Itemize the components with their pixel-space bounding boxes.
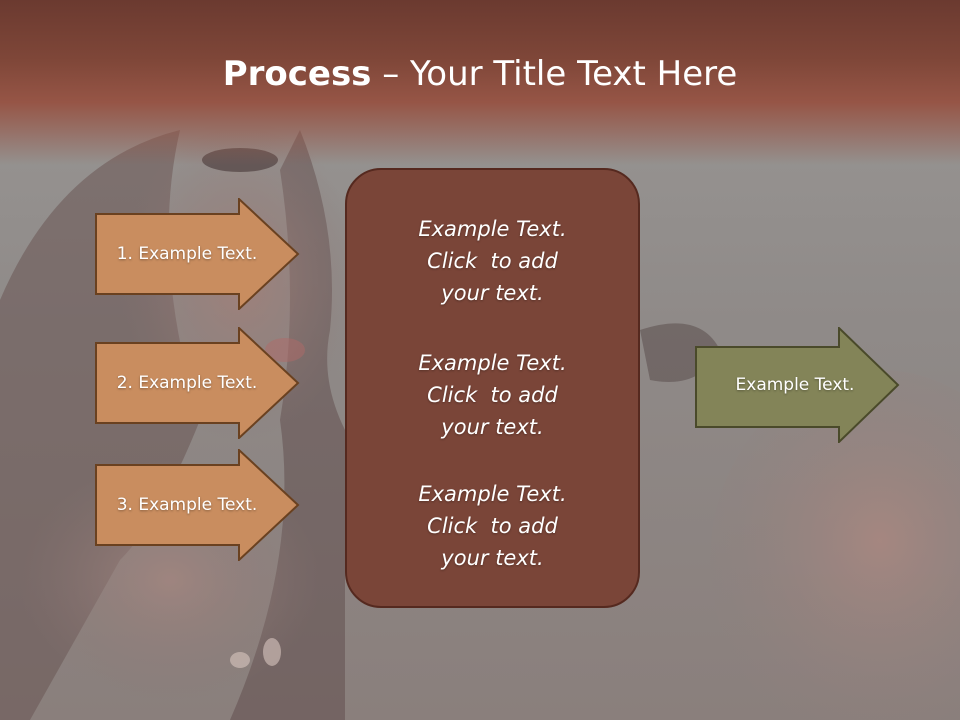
right-arrow-icon bbox=[95, 449, 300, 561]
right-arrow-icon bbox=[95, 198, 300, 310]
text-line: Example Text. bbox=[418, 482, 567, 506]
right-arrow-icon bbox=[95, 327, 300, 439]
title-bold: Process bbox=[222, 54, 372, 94]
step-label-3: 3. Example Text. bbox=[116, 495, 258, 515]
title-rest: – Your Title Text Here bbox=[371, 54, 738, 94]
title-bar bbox=[0, 0, 960, 165]
text-line: your text. bbox=[441, 415, 544, 439]
center-text-block-1[interactable]: Example Text. Click to add your text. bbox=[345, 213, 640, 309]
text-line: Example Text. bbox=[418, 351, 567, 375]
text-line: your text. bbox=[441, 281, 544, 305]
center-text-block-3[interactable]: Example Text. Click to add your text. bbox=[345, 478, 640, 574]
center-content-box[interactable] bbox=[345, 168, 640, 608]
step-arrow-2[interactable]: 2. Example Text. bbox=[95, 327, 300, 439]
step-label-1: 1. Example Text. bbox=[116, 244, 258, 264]
output-label: Example Text. bbox=[735, 375, 855, 395]
text-line: Example Text. bbox=[418, 217, 567, 241]
step-arrow-3[interactable]: 3. Example Text. bbox=[95, 449, 300, 561]
text-line: Click to add bbox=[427, 383, 558, 407]
text-line: Click to add bbox=[427, 249, 558, 273]
center-text-block-2[interactable]: Example Text. Click to add your text. bbox=[345, 347, 640, 443]
slide-title[interactable]: Process – Your Title Text Here bbox=[0, 52, 960, 96]
output-arrow[interactable]: Example Text. bbox=[695, 327, 900, 443]
text-line: Click to add bbox=[427, 514, 558, 538]
step-arrow-1[interactable]: 1. Example Text. bbox=[95, 198, 300, 310]
right-arrow-icon bbox=[695, 327, 900, 443]
text-line: your text. bbox=[441, 546, 544, 570]
step-label-2: 2. Example Text. bbox=[116, 373, 258, 393]
